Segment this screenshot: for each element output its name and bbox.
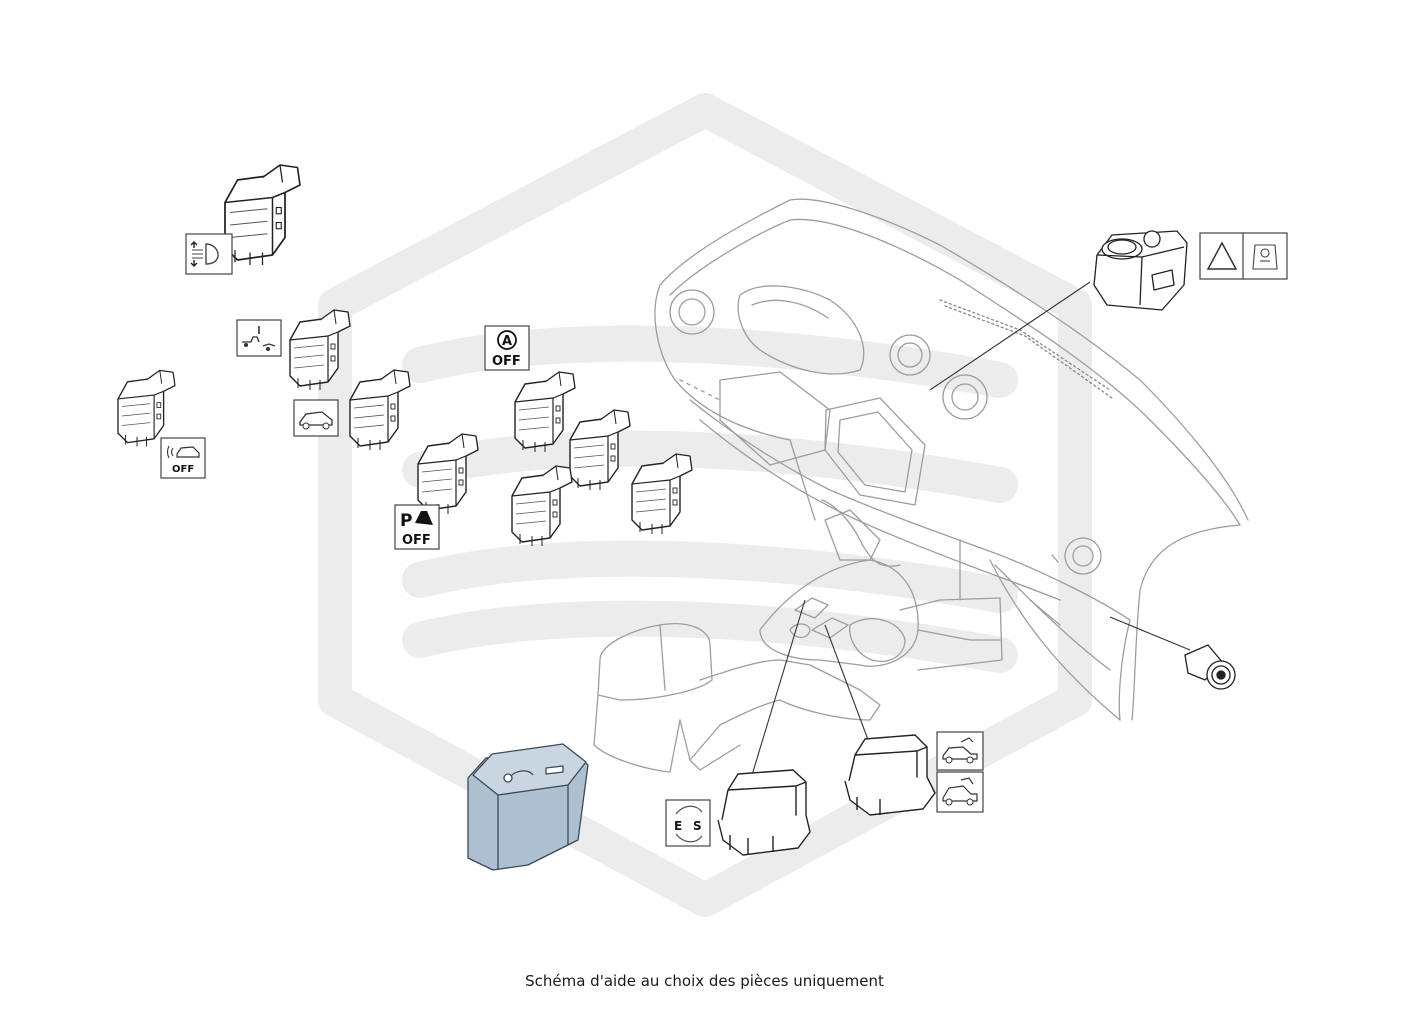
roof-open-icon [936, 731, 984, 771]
alarm-off-label: OFF [172, 464, 194, 475]
park-assist-off-label: OFF [402, 533, 431, 548]
roof-switch[interactable] [844, 734, 936, 816]
highlighted-storage-part[interactable] [467, 743, 589, 871]
hazard-icon [1199, 232, 1245, 280]
alarm-sensor-switch[interactable] [117, 369, 176, 448]
trunk-icon [293, 399, 339, 437]
auto-stop-letter: A [502, 334, 512, 349]
headlight-adjust-switch[interactable] [224, 164, 301, 266]
eco-label: E [674, 819, 682, 833]
headlight-range-icon [185, 233, 233, 275]
auto-stop-off-label: OFF [492, 354, 521, 369]
center-console [593, 559, 1003, 773]
leader-lines [751, 281, 1191, 776]
switch-center-lower[interactable] [511, 465, 573, 547]
eco-sport-switch[interactable] [717, 769, 811, 856]
eco-sport-icon: E S [665, 799, 711, 847]
hazard-switch[interactable] [1093, 230, 1188, 311]
park-assist-letter: P [400, 511, 412, 531]
hill-descent-icon [236, 319, 282, 357]
trunk-switch[interactable] [349, 369, 411, 451]
watermark-logo [318, 93, 1092, 917]
sport-label: S [693, 819, 702, 833]
park-assist-off-icon: P OFF [394, 504, 440, 550]
auto-stop-off-icon: A OFF [484, 325, 530, 371]
diagram-caption: Schéma d'aide au choix des pièces unique… [525, 972, 884, 990]
roof-close-icon [936, 771, 984, 813]
seat-belt-icon [1242, 232, 1288, 280]
alarm-off-icon: OFF [160, 437, 206, 479]
power-socket[interactable] [1184, 644, 1236, 690]
dashboard-outline [654, 198, 1249, 721]
